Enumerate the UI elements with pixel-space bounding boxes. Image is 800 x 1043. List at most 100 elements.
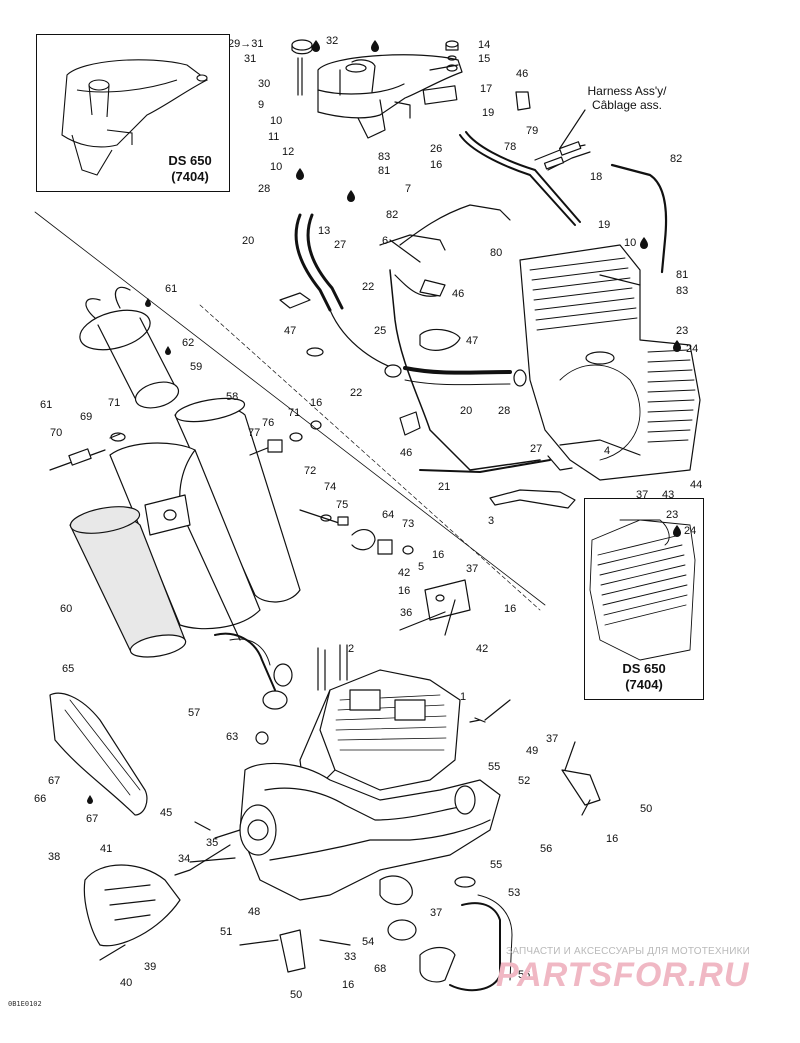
callout-label: 12 — [282, 146, 294, 158]
callout-label: 10 — [624, 237, 636, 249]
callout-label: 6 — [382, 235, 388, 247]
callout-label: 82 — [670, 153, 682, 165]
callout-label: 54 — [362, 936, 374, 948]
callout-label: 10 — [270, 161, 282, 173]
callout-label: 66 — [34, 793, 46, 805]
callout-label: 47 — [284, 325, 296, 337]
callout-label: 46 — [400, 447, 412, 459]
watermark-logo: PARTSFOR.RU — [496, 956, 750, 994]
callout-label: 20 — [242, 235, 254, 247]
callout-label: 23 — [666, 509, 678, 521]
callout-label: 64 — [382, 509, 394, 521]
callout-label: 76 — [262, 417, 274, 429]
callout-label: 51 — [220, 926, 232, 938]
callout-label: 62 — [182, 337, 194, 349]
callout-label: 65 — [62, 663, 74, 675]
callout-label: 2 — [348, 643, 354, 655]
callout-label: 74 — [324, 481, 336, 493]
callout-label: 50 — [640, 803, 652, 815]
callout-label: 40 — [120, 977, 132, 989]
callout-label: 42 — [476, 643, 488, 655]
callout-label: 27 — [334, 239, 346, 251]
callout-label: 32 — [326, 35, 338, 47]
callout-label: 56 — [540, 843, 552, 855]
callout-label: 46 — [516, 68, 528, 80]
callout-label: 47 — [466, 335, 478, 347]
callout-label: 71 — [288, 407, 300, 419]
callout-label: 79 — [526, 125, 538, 137]
callout-label: 55 — [488, 761, 500, 773]
callout-label: 68 — [374, 963, 386, 975]
callout-label: 67 — [86, 813, 98, 825]
callout-label: 25 — [374, 325, 386, 337]
callout-label: 57 — [188, 707, 200, 719]
callout-label: 16 — [342, 979, 354, 991]
callout-label: 36 — [400, 607, 412, 619]
callout-label: 71 — [108, 397, 120, 409]
callout-label: 23 — [676, 325, 688, 337]
callout-label: 72 — [304, 465, 316, 477]
callout-label: 61 — [40, 399, 52, 411]
callout-label: 29→31 — [228, 38, 263, 50]
callout-label: 44 — [690, 479, 702, 491]
callout-label: 45 — [160, 807, 172, 819]
callout-label: 78 — [504, 141, 516, 153]
callout-label: 1 — [460, 691, 466, 703]
callout-label: 55 — [490, 859, 502, 871]
harness-label: Harness Ass'y/ Câblage ass. — [587, 84, 667, 112]
callout-label: 24 — [686, 343, 698, 355]
callout-label: 14 — [478, 39, 490, 51]
callout-label: 19 — [482, 107, 494, 119]
callout-label: 37 — [466, 563, 478, 575]
callout-label: 7 — [405, 183, 411, 195]
callout-label: 21 — [438, 481, 450, 493]
inset-title: DS 650 (7404) — [622, 661, 666, 692]
callout-label: 80 — [490, 247, 502, 259]
callout-label: 35 — [206, 837, 218, 849]
callout-label: 34 — [178, 853, 190, 865]
callout-label: 49 — [526, 745, 538, 757]
callout-label: 42 — [398, 567, 410, 579]
callout-label: 75 — [336, 499, 348, 511]
callout-label: 16 — [398, 585, 410, 597]
callout-label: 16 — [606, 833, 618, 845]
callout-label: 77 — [248, 427, 260, 439]
callout-label: 31 — [244, 53, 256, 65]
callout-label: 63 — [226, 731, 238, 743]
callout-label: 16 — [430, 159, 442, 171]
callout-label: 73 — [402, 518, 414, 530]
document-code: 0B1E0102 — [8, 1000, 42, 1008]
callout-label: 20 — [460, 405, 472, 417]
callout-label: 4 — [604, 445, 610, 457]
callout-label: 56 — [518, 969, 530, 981]
callout-labels: 29→31 32 31 14 15 46 30 17 9 19 10 11 12… — [34, 35, 702, 1001]
callout-label: 19 — [598, 219, 610, 231]
inset-box-oil-tank: DS 650 (7404) — [36, 34, 230, 192]
oil-tank-drawing — [61, 59, 209, 176]
callout-label: 53 — [508, 887, 520, 899]
callout-label: 26 — [430, 143, 442, 155]
callout-label: 52 — [518, 775, 530, 787]
callout-label: 22 — [350, 387, 362, 399]
callout-label: 16 — [504, 603, 516, 615]
callout-label: 82 — [386, 209, 398, 221]
callout-label: 30 — [258, 78, 270, 90]
droplet-icon — [87, 40, 681, 804]
callout-label: 37 — [430, 907, 442, 919]
callout-label: 10 — [270, 115, 282, 127]
callout-label: 81 — [378, 165, 390, 177]
callout-label: 22 — [362, 281, 374, 293]
inset-box-engine: DS 650 (7404) — [584, 498, 704, 700]
callout-label: 17 — [480, 83, 492, 95]
callout-label: 28 — [258, 183, 270, 195]
callout-label: 46 — [452, 288, 464, 300]
callout-label: 16 — [310, 397, 322, 409]
callout-label: 48 — [248, 906, 260, 918]
callout-label: 37 — [546, 733, 558, 745]
callout-label: 28 — [498, 405, 510, 417]
callout-label: 70 — [50, 427, 62, 439]
watermark-text: ЗАПЧАСТИ И АКСЕССУАРЫ ДЛЯ МОТОТЕХНИКИ — [506, 946, 751, 957]
callout-label: 67 — [48, 775, 60, 787]
